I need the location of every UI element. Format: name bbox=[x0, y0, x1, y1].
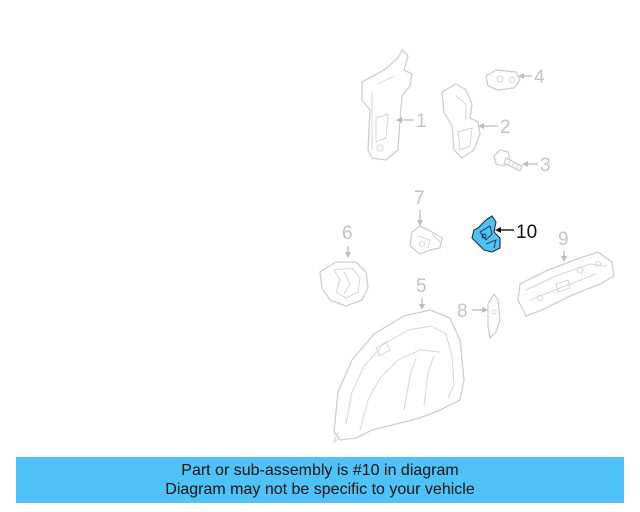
part-2-reinforcement[interactable] bbox=[441, 83, 481, 159]
callout-3[interactable]: 3 bbox=[540, 155, 551, 176]
arrowhead-9 bbox=[561, 256, 567, 262]
callout-4[interactable]: 4 bbox=[534, 67, 545, 88]
arrowhead-6 bbox=[345, 252, 351, 258]
arrowhead-7 bbox=[417, 220, 423, 226]
banner-line-part-info: Part or sub-assembly is #10 in diagram bbox=[181, 462, 459, 479]
arrowhead-3 bbox=[522, 161, 528, 167]
info-banner: Part or sub-assembly is #10 in diagram D… bbox=[16, 457, 624, 503]
arrowhead-2 bbox=[478, 123, 484, 129]
callout-2[interactable]: 2 bbox=[500, 117, 511, 138]
callout-8[interactable]: 8 bbox=[457, 301, 468, 322]
arrowhead-4 bbox=[518, 73, 524, 79]
arrowhead-10 bbox=[495, 227, 501, 233]
arrowhead-8 bbox=[482, 307, 488, 313]
callout-9[interactable]: 9 bbox=[558, 229, 569, 250]
part-6-housing-bracket[interactable] bbox=[319, 261, 369, 307]
part-10-highlighted-bracket[interactable] bbox=[471, 215, 501, 253]
part-5-wheel-house[interactable] bbox=[332, 309, 465, 444]
part-9-rail[interactable] bbox=[517, 251, 615, 317]
callout-7[interactable]: 7 bbox=[414, 188, 425, 209]
arrowhead-1 bbox=[396, 117, 402, 123]
banner-line-disclaimer: Diagram may not be specific to your vehi… bbox=[165, 481, 475, 498]
part-1-pillar-bracket[interactable] bbox=[361, 49, 413, 161]
part-3-bolt[interactable] bbox=[493, 149, 523, 172]
callout-5[interactable]: 5 bbox=[416, 276, 427, 297]
callout-10[interactable]: 10 bbox=[516, 222, 537, 243]
part-8-plate[interactable] bbox=[487, 293, 501, 339]
part-4-clip[interactable] bbox=[485, 69, 521, 91]
arrowhead-5 bbox=[419, 304, 425, 310]
callout-1[interactable]: 1 bbox=[416, 111, 427, 132]
part-7-bracket[interactable] bbox=[409, 225, 443, 255]
callout-6[interactable]: 6 bbox=[342, 223, 353, 244]
